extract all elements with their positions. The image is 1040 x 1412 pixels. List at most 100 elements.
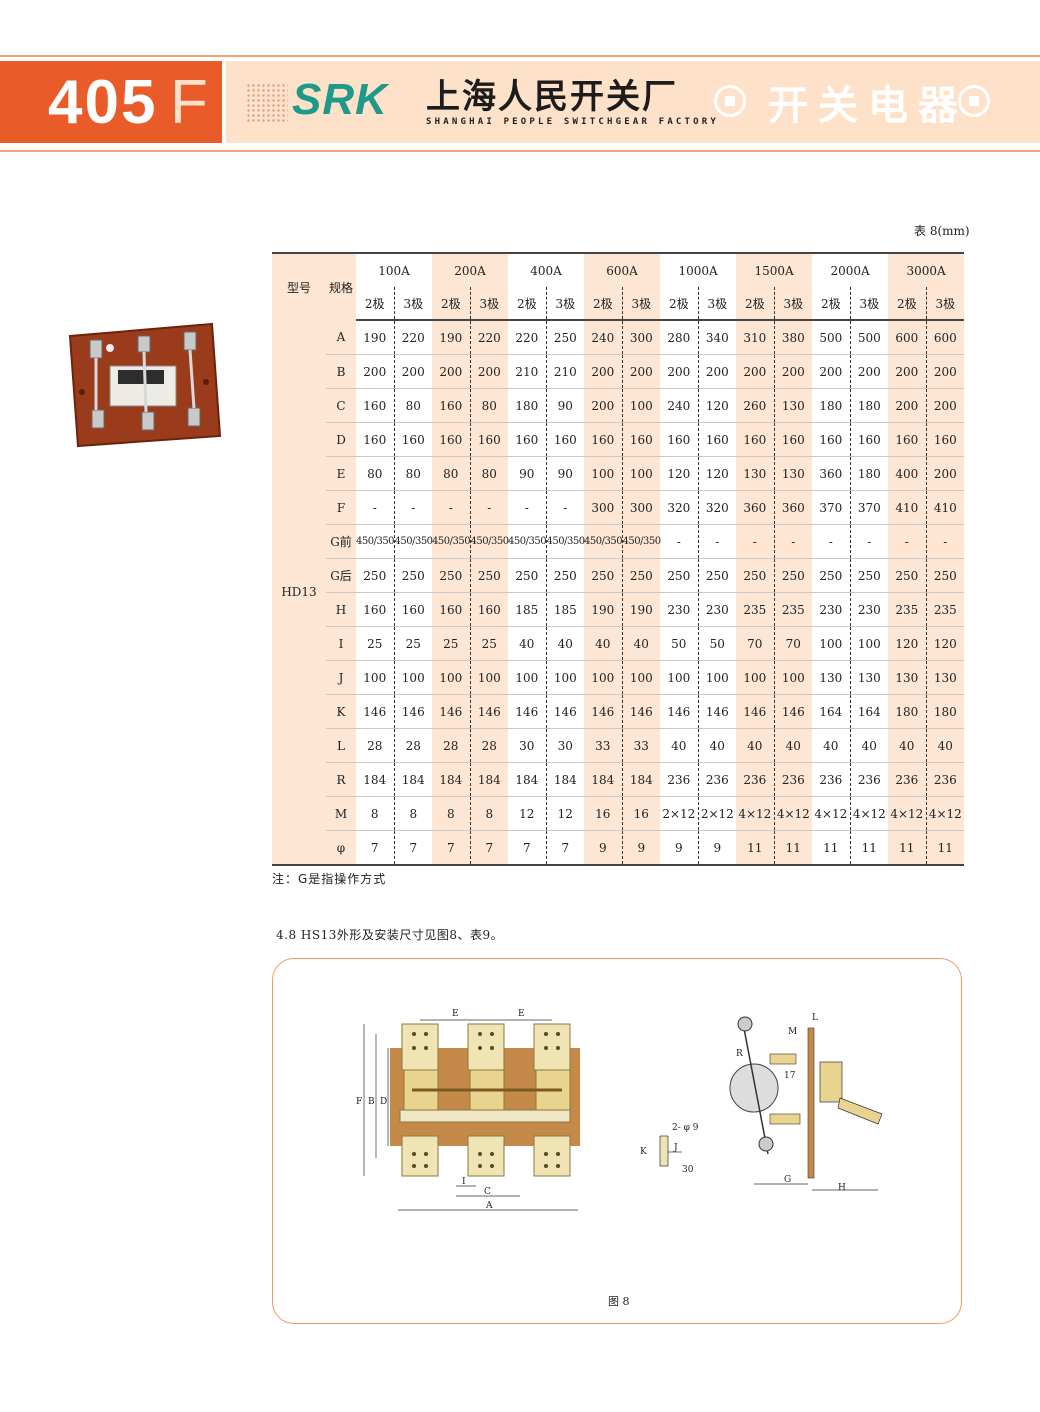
column-header-current: 600A [584, 253, 661, 287]
table-cell: 180 [812, 388, 851, 423]
column-header-poles: 2极 [736, 287, 775, 321]
table-cell: 100 [470, 660, 509, 695]
table-cell: 50 [698, 626, 737, 661]
table-cell: 40 [888, 728, 927, 763]
table-cell: 4×12 [926, 796, 965, 831]
table-cell: 200 [660, 354, 699, 389]
table-cell: 40 [660, 728, 699, 763]
table-cell: 184 [432, 762, 471, 797]
table-cell: - [356, 490, 395, 525]
table-cell: 450/350 [622, 524, 661, 559]
table-cell: 260 [736, 388, 775, 423]
table-cell: 236 [698, 762, 737, 797]
table-cell: - [394, 490, 433, 525]
table-cell: 200 [356, 354, 395, 389]
table-cell: 200 [584, 354, 623, 389]
table-cell: 80 [394, 456, 433, 491]
column-header-poles: 2极 [812, 287, 851, 321]
dim-label-l: L [812, 1013, 818, 1023]
dim-label-r: R [736, 1049, 743, 1059]
table-cell: 40 [774, 728, 813, 763]
dot-pattern-icon [246, 83, 288, 123]
table-cell: 146 [698, 694, 737, 729]
table-cell: 210 [508, 354, 547, 389]
table-cell: 40 [508, 626, 547, 661]
table-cell: 164 [850, 694, 889, 729]
column-header-current: 100A [356, 253, 433, 287]
table-cell: 450/350 [584, 524, 623, 559]
table-cell: 70 [774, 626, 813, 661]
table-cell: 120 [660, 456, 699, 491]
table-cell: 130 [888, 660, 927, 695]
table-cell: 300 [622, 490, 661, 525]
table-cell: 200 [774, 354, 813, 389]
figure-8-drawing: E E F B D I C A 2- φ 9 K J 30 L M R 17 G [356, 1009, 883, 1211]
table-cell: 320 [660, 490, 699, 525]
table-cell: 240 [660, 388, 699, 423]
table-cell: 9 [660, 830, 699, 866]
table-cell: 146 [356, 694, 395, 729]
table-cell: 160 [660, 422, 699, 457]
side-view: L M R 17 G H [729, 1013, 883, 1193]
row-label: J [326, 660, 356, 695]
table-cell: 30 [546, 728, 585, 763]
table-cell: 190 [432, 320, 471, 355]
table-cell: 200 [926, 354, 965, 389]
dim-label-30: 30 [682, 1165, 694, 1175]
row-label: G前 [326, 524, 356, 559]
table-cell: 11 [888, 830, 927, 866]
table-cell: 100 [622, 388, 661, 423]
column-header-current: 2000A [812, 253, 889, 287]
table-cell: 160 [356, 422, 395, 457]
dim-label-b: B [368, 1097, 375, 1107]
table-cell: 370 [812, 490, 851, 525]
table-cell: 80 [394, 388, 433, 423]
table-cell: 7 [508, 830, 547, 866]
column-header-current: 400A [508, 253, 585, 287]
table-cell: 130 [812, 660, 851, 695]
row-label: H [326, 592, 356, 627]
column-header-current: 1000A [660, 253, 737, 287]
table-cell: 380 [774, 320, 813, 355]
table-cell: 11 [926, 830, 965, 866]
column-header-current: 1500A [736, 253, 813, 287]
table-cell: 160 [394, 422, 433, 457]
table-cell: 410 [888, 490, 927, 525]
table-cell: 160 [926, 422, 965, 457]
table-cell: 230 [698, 592, 737, 627]
dim-label-d: D [380, 1097, 387, 1107]
row-label: I [326, 626, 356, 661]
table-cell: 200 [736, 354, 775, 389]
table-cell: 4×12 [736, 796, 775, 831]
table-cell: 184 [470, 762, 509, 797]
dim-label-j: J [673, 1143, 678, 1153]
table-cell: 160 [546, 422, 585, 457]
table-cell: 250 [622, 558, 661, 593]
table-cell: 120 [888, 626, 927, 661]
table-cell: 160 [888, 422, 927, 457]
table-cell: 130 [774, 388, 813, 423]
table-cell: 120 [698, 388, 737, 423]
table-cell: 200 [888, 354, 927, 389]
table-cell: 2×12 [660, 796, 699, 831]
table-cell: 300 [622, 320, 661, 355]
dim-label-k: K [640, 1147, 647, 1157]
table-cell: 250 [584, 558, 623, 593]
dim-label-g: G [784, 1175, 791, 1185]
table-cell: - [850, 524, 889, 559]
column-header-poles: 2极 [888, 287, 927, 321]
table-cell: 9 [622, 830, 661, 866]
table-cell: - [736, 524, 775, 559]
table-cell: 8 [394, 796, 433, 831]
section-text: 4.8 HS13外形及安装尺寸见图8、表9。 [276, 928, 504, 942]
column-header-current: 3000A [888, 253, 965, 287]
table-cell: 120 [698, 456, 737, 491]
table-cell: 28 [470, 728, 509, 763]
column-header-poles: 3极 [774, 287, 813, 321]
table-cell: 200 [470, 354, 509, 389]
